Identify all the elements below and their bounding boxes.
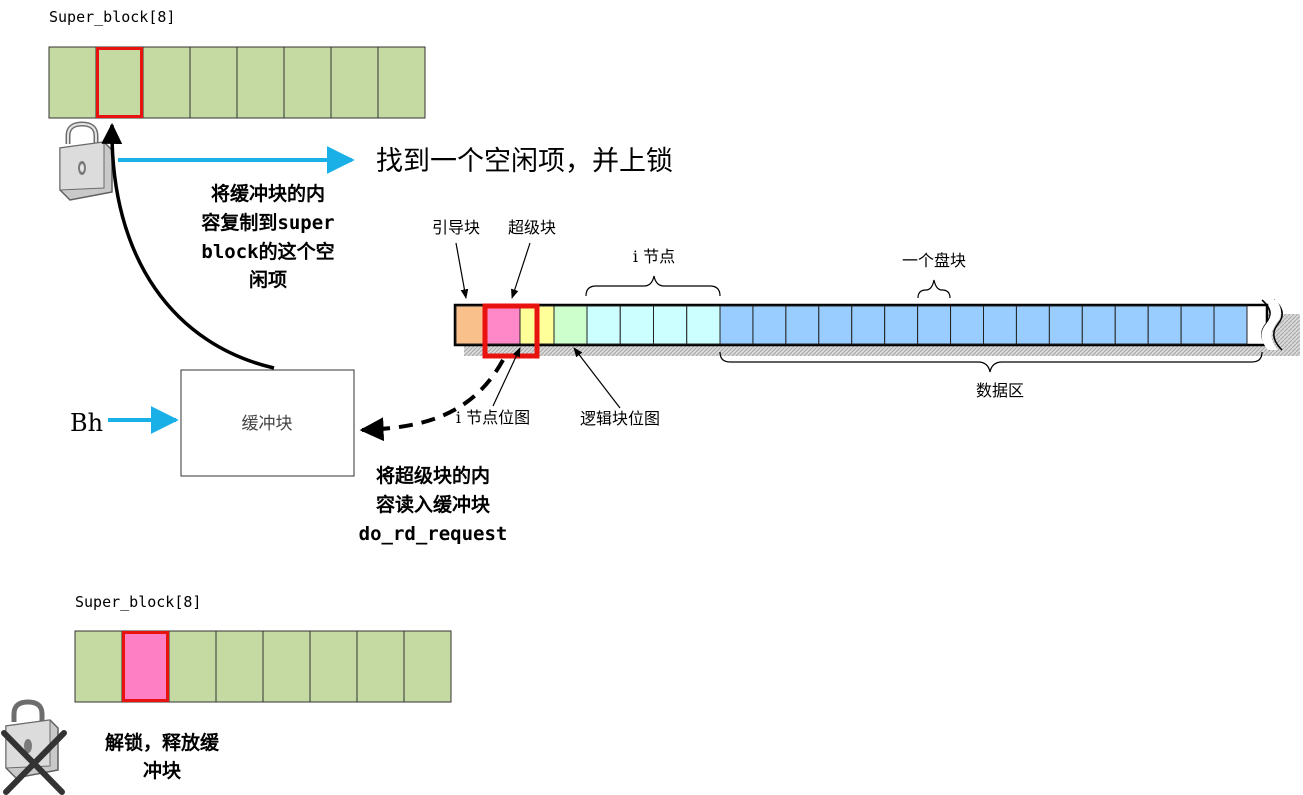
superblock-slot (74, 630, 123, 703)
inode-block (653, 305, 688, 345)
lock-icon (59, 121, 113, 201)
one-block-brace (917, 279, 951, 299)
data-block (1114, 305, 1149, 345)
superblock-slot (356, 630, 405, 703)
logic-bitmap-block (553, 305, 588, 345)
disk-blocks (455, 305, 1248, 345)
superblock-slot (262, 630, 311, 703)
super-block-label: 超级块 (508, 218, 556, 237)
superblock-slot-highlight (96, 47, 143, 118)
superblock-slot (215, 630, 264, 703)
data-block (884, 305, 919, 345)
svg-text:将缓冲块的内: 将缓冲块的内 (211, 182, 325, 205)
superblock-slot (95, 46, 144, 119)
superblock-slot (142, 46, 191, 119)
find-text: 找到一个空闲项，并上锁 (376, 146, 673, 177)
superblock-slot (168, 630, 217, 703)
data-block (1048, 305, 1083, 345)
svg-text:闲项: 闲项 (249, 268, 287, 291)
super-block-highlight (482, 303, 540, 359)
data-block (1213, 305, 1248, 345)
read-caption: 将超级块的内 容读入缓冲块 do_rd_request (359, 464, 508, 545)
logic-bitmap-label: 逻辑块位图 (580, 409, 660, 428)
superblock-slot (236, 46, 285, 119)
inode-brace (585, 275, 721, 297)
inode-bitmap-label: i 节点位图 (456, 408, 530, 427)
svg-text:容读入缓冲块: 容读入缓冲块 (376, 493, 491, 516)
svg-text:do_rd_request: do_rd_request (359, 523, 508, 545)
data-block (818, 305, 853, 345)
copy-arrow (101, 122, 275, 370)
superblock-slot (121, 630, 170, 703)
super-block (485, 305, 521, 345)
data-block (950, 305, 984, 345)
bh-label: Bh (70, 409, 103, 437)
boot-block (455, 305, 487, 345)
svg-text:解锁，释放缓: 解锁，释放缓 (105, 731, 220, 754)
inode-block (619, 305, 654, 345)
svg-text:将超级块的内: 将超级块的内 (376, 464, 490, 487)
data-block (752, 305, 787, 345)
data-block (851, 305, 886, 345)
data-block (1147, 305, 1182, 345)
data-block (785, 305, 820, 345)
svg-text:冲块: 冲块 (143, 759, 182, 782)
copy-caption: 将缓冲块的内 容复制到super block的这个空 闲项 (201, 182, 334, 291)
superblock-slot (283, 46, 332, 119)
one-block-label: 一个盘块 (902, 251, 966, 270)
inode-label: i 节点 (633, 247, 675, 266)
data-block (917, 305, 952, 345)
top-superblock-array (48, 46, 426, 119)
inode-block (686, 305, 721, 345)
inode-block (586, 305, 621, 345)
disk-layout (453, 299, 1300, 359)
superblock-slot (377, 46, 426, 119)
data-block (1180, 305, 1215, 345)
svg-text:容复制到super: 容复制到super (201, 211, 334, 234)
data-block (719, 305, 754, 345)
superblock-slot (330, 46, 379, 119)
boot-block-label: 引导块 (432, 218, 480, 237)
superblock-slot (403, 630, 452, 703)
data-brace (719, 351, 1263, 373)
cross-icon (1, 730, 67, 795)
svg-text:block的这个空: block的这个空 (201, 240, 334, 263)
read-arrow (359, 359, 505, 442)
unlock-caption: 解锁，释放缓 冲块 (105, 731, 220, 782)
bottom-array-label: Super_block[8] (75, 593, 201, 611)
data-block (1081, 305, 1116, 345)
data-block (1015, 305, 1050, 345)
buffer-block (180, 369, 355, 477)
superblock-slot (189, 46, 238, 119)
superblock-slot (48, 46, 97, 119)
data-area-label: 数据区 (976, 381, 1024, 400)
superblock-slot (309, 630, 358, 703)
data-block (983, 305, 1017, 345)
bottom-superblock-array (74, 630, 452, 703)
buffer-label: 缓冲块 (242, 414, 293, 434)
superblock-slot-highlight (122, 631, 169, 702)
top-array-label: Super_block[8] (49, 8, 175, 26)
